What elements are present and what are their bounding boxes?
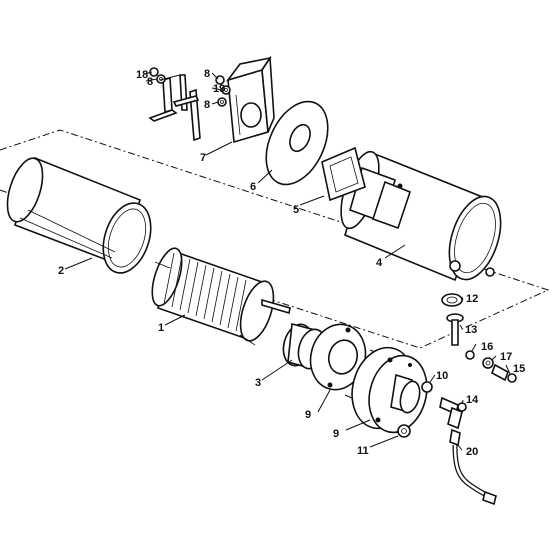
label-16: 14 bbox=[466, 394, 479, 406]
pin-part-15 bbox=[446, 313, 464, 346]
label-8b: 8 bbox=[204, 68, 210, 80]
label-15: 13 bbox=[465, 324, 477, 336]
leader-lines bbox=[64, 71, 511, 451]
label-6: 6 bbox=[250, 181, 256, 193]
nut-part-12 bbox=[421, 381, 433, 393]
label-7: 7 bbox=[200, 152, 206, 164]
outer-jacket-part-2 bbox=[6, 156, 152, 274]
label-20: 20 bbox=[466, 446, 478, 458]
label-11: 9 bbox=[333, 428, 339, 440]
small-fittings bbox=[465, 350, 517, 383]
main-tank-part-4 bbox=[340, 150, 502, 282]
washers-and-nuts bbox=[149, 67, 231, 107]
plug-part-13 bbox=[397, 424, 411, 438]
hose-part-20 bbox=[449, 428, 497, 506]
label-4: 4 bbox=[376, 257, 383, 269]
label-13: 11 bbox=[357, 445, 369, 457]
label-19: 17 bbox=[500, 351, 512, 363]
end-flange-part-11 bbox=[351, 346, 428, 434]
assembly-boundary bbox=[0, 129, 550, 349]
label-8c: 8 bbox=[204, 99, 210, 111]
label-9b: 19 bbox=[213, 83, 225, 95]
label-14: 12 bbox=[466, 293, 478, 305]
square-gasket-part-5 bbox=[321, 146, 366, 202]
label-2: 2 bbox=[58, 265, 64, 277]
heating-coil-part-1 bbox=[151, 247, 291, 346]
label-3: 3 bbox=[255, 377, 261, 389]
label-10: 9 bbox=[305, 409, 311, 421]
label-18: 16 bbox=[481, 341, 493, 353]
round-disc-part-6 bbox=[265, 100, 329, 186]
callout-labels: 18 8 8 19 8 7 6 5 4 2 1 3 9 9 11 10 12 1… bbox=[58, 68, 525, 458]
label-1: 1 bbox=[158, 322, 164, 334]
mounting-brackets bbox=[148, 74, 201, 142]
elbow-fitting-part-16 bbox=[439, 396, 467, 430]
bracket-housing-part-7 bbox=[225, 55, 275, 144]
ring-part-14 bbox=[441, 293, 463, 307]
label-5: 5 bbox=[293, 204, 299, 216]
label-12: 10 bbox=[436, 370, 448, 382]
label-9a: 18 bbox=[136, 69, 148, 81]
label-8a: 8 bbox=[147, 76, 153, 88]
label-17: 15 bbox=[513, 363, 525, 375]
